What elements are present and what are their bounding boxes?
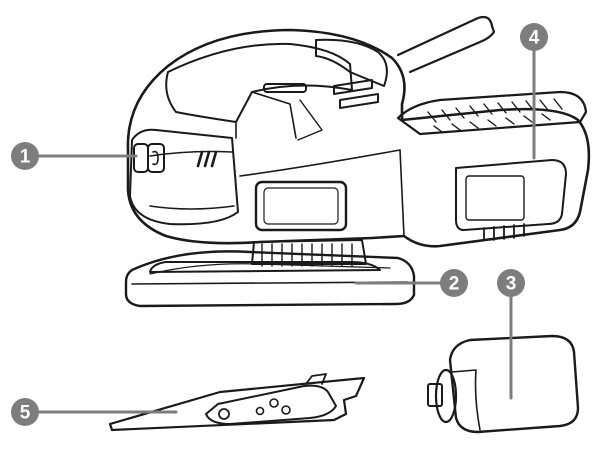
callout-4: 4 [520, 23, 548, 51]
sanding-sheet [108, 373, 366, 432]
svg-text:2: 2 [449, 274, 460, 295]
callout-1: 1 [11, 142, 39, 170]
sander-body [124, 15, 591, 308]
svg-text:5: 5 [20, 403, 31, 424]
callout-badge [497, 269, 525, 297]
svg-text:1: 1 [20, 147, 31, 168]
switch-buttons [133, 143, 165, 173]
callout-badge [520, 23, 548, 51]
dust-adapter [427, 334, 580, 434]
svg-text:4: 4 [529, 28, 540, 49]
callout-badge [11, 142, 39, 170]
callout-badge [440, 269, 468, 297]
sanding-base [124, 250, 416, 308]
callout-2: 2 [440, 269, 468, 297]
callout-5: 5 [11, 398, 39, 426]
callout-leaders [34, 48, 536, 414]
callout-3: 3 [497, 269, 525, 297]
callout-badge [11, 398, 39, 426]
svg-text:3: 3 [506, 274, 517, 295]
